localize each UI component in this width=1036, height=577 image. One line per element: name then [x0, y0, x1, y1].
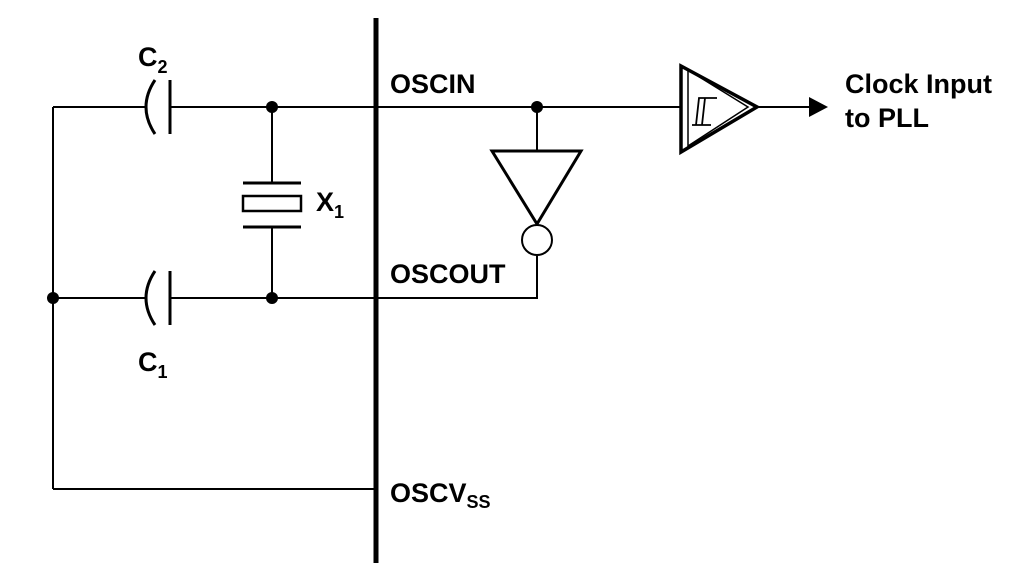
inverter-output-wire	[376, 256, 538, 299]
capacitor-c1-icon	[144, 270, 172, 326]
junction-dot	[266, 292, 278, 304]
clock-input-label-line2: to PLL	[845, 103, 929, 133]
inverter-icon	[489, 149, 584, 256]
schmitt-buffer-icon	[679, 63, 761, 156]
c1-label: C1	[138, 347, 168, 382]
wires	[52, 106, 810, 490]
capacitor-c2-icon	[144, 79, 172, 135]
oscvss-label: OSCVSS	[390, 478, 491, 512]
junction-dot	[266, 101, 278, 113]
junction-dot	[531, 101, 543, 113]
oscout-label: OSCOUT	[390, 259, 506, 289]
junction-dot	[47, 292, 59, 304]
x1-label: X1	[316, 187, 344, 222]
clock-input-label: Clock Input	[845, 69, 992, 99]
crystal-x1-icon	[241, 181, 303, 229]
junction-dots	[47, 101, 543, 304]
c2-label: C2	[138, 42, 168, 77]
oscin-label: OSCIN	[390, 69, 476, 99]
arrow-head-icon	[809, 97, 828, 117]
